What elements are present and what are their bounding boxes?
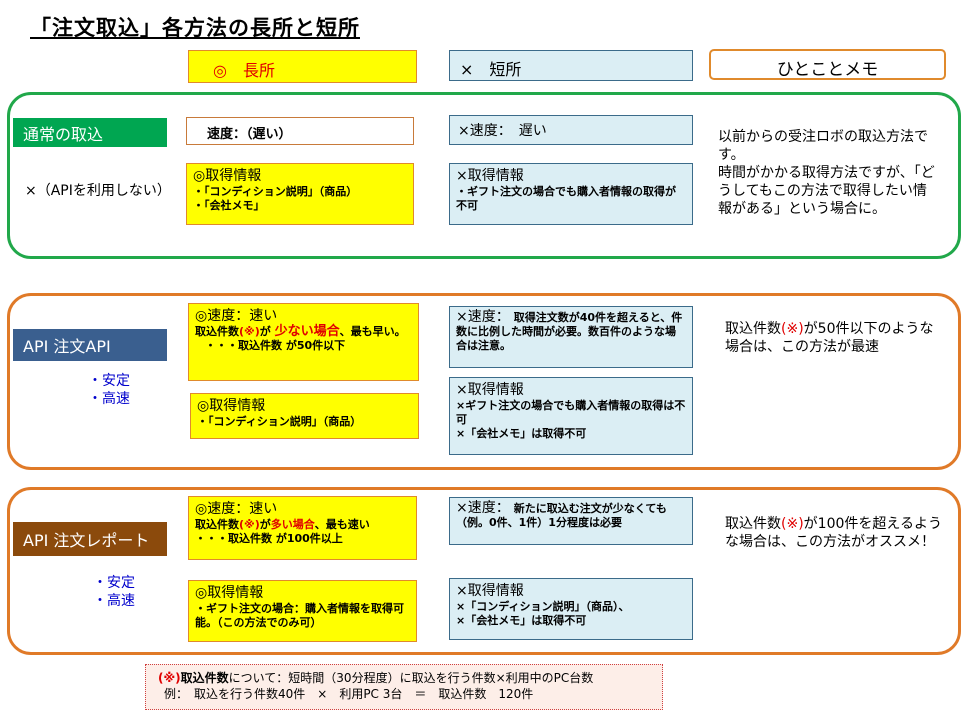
method-note: ×（APIを利用しない） xyxy=(25,183,171,199)
memo-text: 取込件数(※)が100件を超えるような場合は、この方法がオススメ！ xyxy=(725,516,942,550)
pro-speed: ◎速度：速い取込件数(※)が多い場合、最も速い・・・取込件数 が100件以上 xyxy=(188,496,417,560)
memo-header: ひとことメモ xyxy=(709,49,946,80)
con-speed: ×速度： 取得注文数が40件を超えると、件数に比例した時間が必要。数百件のような… xyxy=(449,306,693,368)
page-title: 「注文取込」各方法の長所と短所 xyxy=(30,16,360,40)
pro-speed: ◎速度：速い取込件数(※)が 少ない場合、最も早い。・・・取込件数 が50件以下 xyxy=(188,303,419,381)
con-speed: ×速度： 新たに取込む注文が少なくても（例。0件、1件）1分程度は必要 xyxy=(449,497,693,545)
section-order-api xyxy=(7,293,961,470)
pro-speed: 速度：（遅い） xyxy=(186,117,414,145)
con-info: ×取得情報・ギフト注文の場合でも購入者情報の取得が不可 xyxy=(449,163,693,225)
feature-list: ・安定・高速 xyxy=(93,575,135,609)
pro-info: ◎取得情報・「コンディション説明」（商品） xyxy=(190,393,419,439)
pro-info: ◎取得情報・「コンディション説明」（商品）・「会社メモ」 xyxy=(186,163,414,225)
method-label: API 注文API xyxy=(13,329,167,361)
con-speed: ×速度： 遅い xyxy=(449,115,693,145)
section-normal xyxy=(7,92,961,259)
pros-header: ◎ 長所 xyxy=(188,50,417,83)
memo-text: 以前からの受注ロボの取込方法です。時間がかかる取得方法ですが、「どうしてもこの方… xyxy=(718,129,935,217)
memo-text: 取込件数(※)が50件以下のような場合は、この方法が最速 xyxy=(725,321,934,355)
method-label: API 注文レポート xyxy=(13,522,167,556)
footnote: (※)取込件数について：短時間（30分程度）に取込を行う件数×利用中のPC台数 … xyxy=(145,664,663,710)
feature-list: ・安定・高速 xyxy=(88,373,130,407)
method-label: 通常の取込 xyxy=(13,118,167,147)
con-info: ×取得情報×ギフト注文の場合でも購入者情報の取得は不可×「会社メモ」は取得不可 xyxy=(449,377,693,455)
cons-header: × 短所 xyxy=(449,50,693,81)
section-order-report xyxy=(7,487,961,655)
con-info: ×取得情報×「コンディション説明」（商品）、×「会社メモ」は取得不可 xyxy=(449,578,693,640)
pro-info: ◎取得情報・ギフト注文の場合：購入者情報を取得可能。（この方法でのみ可） xyxy=(188,580,417,642)
